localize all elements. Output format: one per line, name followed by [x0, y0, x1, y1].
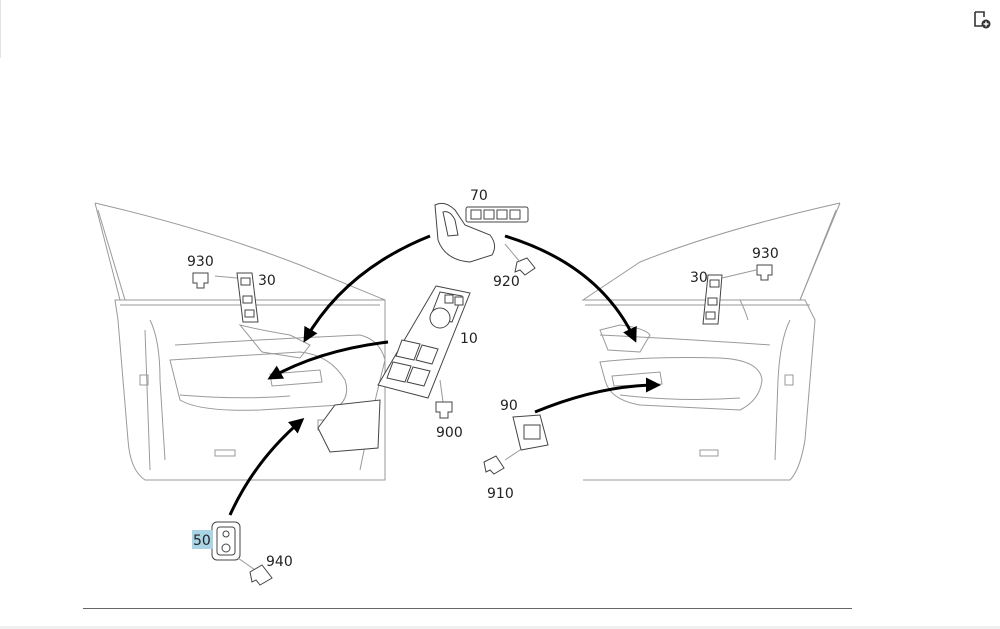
part-30-right-switch	[702, 269, 757, 325]
callout-90[interactable]: 90	[500, 398, 518, 414]
connector-920	[504, 243, 536, 276]
connector-930-left	[192, 272, 209, 289]
arrow-70-to-right-door	[504, 234, 637, 343]
bottom-rule	[83, 608, 852, 609]
callout-50-highlight	[192, 530, 213, 549]
panel-divider	[0, 0, 1, 58]
callout-940[interactable]: 940	[266, 554, 293, 570]
callout-70[interactable]: 70	[470, 188, 488, 204]
arrow-70-to-left-door	[303, 234, 431, 343]
horizontal-scrollbar[interactable]	[0, 626, 1000, 629]
add-to-page-icon[interactable]	[972, 10, 992, 30]
callout-30-right[interactable]: 30	[690, 270, 708, 286]
callout-920[interactable]: 920	[493, 274, 520, 290]
part-30-left-switch	[214, 272, 259, 323]
callout-30-left[interactable]: 30	[258, 273, 276, 289]
arrow-50-to-left-door	[228, 418, 305, 516]
right-door-outline	[581, 202, 841, 481]
part-50-switch	[211, 521, 256, 571]
callout-910[interactable]: 910	[487, 486, 514, 502]
connector-910	[483, 455, 505, 475]
callout-50[interactable]: 50	[193, 533, 211, 549]
arrow-10-to-left-door	[267, 340, 389, 380]
connector-900	[435, 401, 453, 419]
arrow-90-to-right-door	[534, 377, 661, 414]
connector-930-right	[756, 264, 773, 281]
callout-900[interactable]: 900	[436, 425, 463, 441]
callout-930-right[interactable]: 930	[752, 246, 779, 262]
callout-930-left[interactable]: 930	[187, 254, 214, 270]
connector-940	[249, 564, 273, 586]
part-90-switch	[504, 414, 549, 461]
callout-10[interactable]: 10	[460, 331, 478, 347]
left-door-outline	[94, 202, 386, 481]
part-70-seat-switch	[434, 202, 529, 263]
part-10-window-switch-pack	[377, 285, 471, 403]
